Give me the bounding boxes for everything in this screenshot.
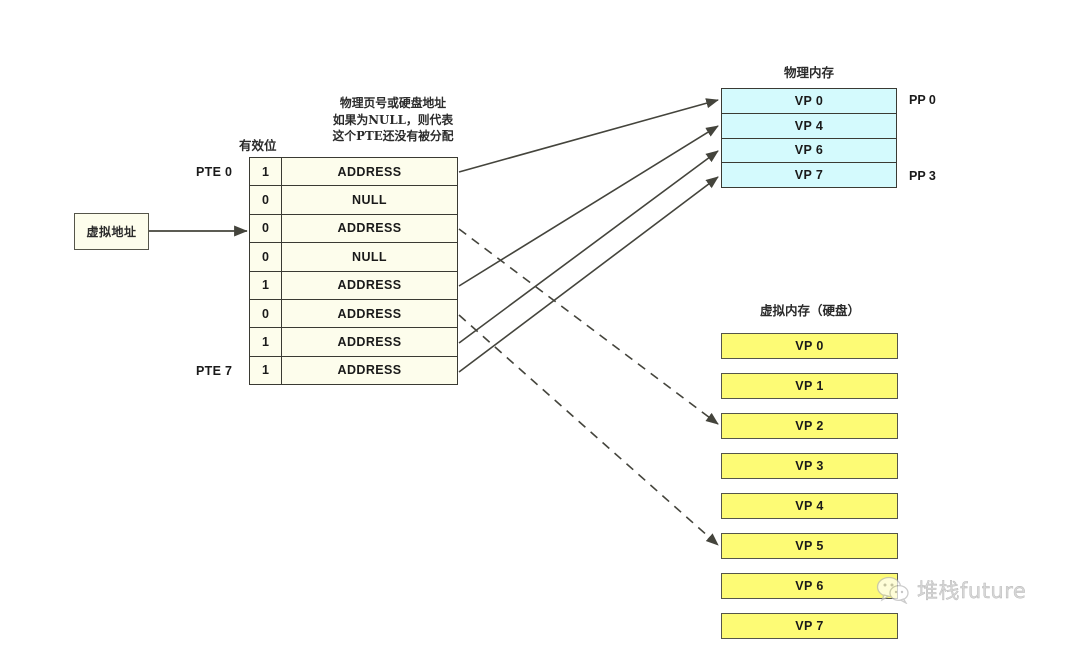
wire-pte5-to-disk-vp5 (458, 314, 719, 546)
address-cell: ADDRESS (337, 334, 402, 349)
page-table-entry-row: 0 NULL (250, 243, 457, 272)
page-table-entry-row: 0 ADDRESS (250, 299, 457, 329)
virtual-address-box: 虚拟地址 (74, 213, 149, 250)
disk-page-row: VP 1 (721, 373, 898, 399)
address-caption-line-3: 这个PTE还没有被分配 (332, 129, 454, 143)
page-table-entry-row: 1 ADDRESS (250, 356, 457, 384)
disk-page-row: VP 6 (721, 573, 898, 599)
disk-title: 虚拟内存（硬盘） (759, 303, 860, 318)
physical-frame-last-label: PP 3 (909, 169, 936, 183)
address-column-caption: 物理页号或硬盘地址 如果为NULL，则代表 这个PTE还没有被分配 (303, 95, 483, 145)
physical-frame-first-label: PP 0 (909, 93, 936, 107)
disk-page-row: VP 5 (721, 533, 898, 559)
watermark-text: 堆栈future (917, 579, 1027, 603)
page-table-entry-row: 1 ADDRESS (250, 328, 457, 357)
address-cell: ADDRESS (337, 164, 402, 179)
wire-pte6-to-pp2 (458, 150, 719, 344)
page-table-entry-row: 0 ADDRESS (250, 214, 457, 244)
address-caption-line-1: 物理页号或硬盘地址 (339, 96, 447, 110)
physical-frame-row: VP 4 (722, 114, 896, 139)
address-cell: NULL (352, 249, 387, 264)
disk-page-row: VP 0 (721, 333, 898, 359)
physical-memory-title: 物理内存 (783, 65, 834, 80)
valid-bit-cell: 0 (250, 214, 282, 243)
page-table-entry-row: 1 ADDRESS (250, 158, 457, 187)
wire-pte2-to-disk-vp2 (458, 228, 719, 425)
page-table-entry-row: 1 ADDRESS (250, 271, 457, 300)
wire-pte4-to-pp1 (458, 125, 719, 287)
valid-bit-cell: 1 (250, 158, 282, 186)
disk-page-row: VP 4 (721, 493, 898, 519)
address-cell: ADDRESS (337, 221, 402, 236)
page-table-entry-row: 0 NULL (250, 186, 457, 215)
address-cell: ADDRESS (337, 278, 402, 293)
valid-bit-cell: 1 (250, 328, 282, 356)
disk-page-row: VP 7 (721, 613, 898, 639)
address-caption-line-2: 如果为NULL，则代表 (332, 112, 454, 127)
wire-pte7-to-pp3 (458, 176, 719, 373)
disk-block: VP 0 VP 1 VP 2 VP 3 VP 4 VP 5 VP 6 VP 7 (721, 333, 898, 653)
valid-bit-caption: 有效位 (239, 138, 277, 153)
valid-bit-cell: 0 (250, 299, 282, 328)
address-cell: ADDRESS (337, 363, 402, 378)
disk-page-row: VP 3 (721, 453, 898, 479)
virtual-address-label: 虚拟地址 (86, 225, 137, 239)
physical-frame-row: VP 0 (722, 89, 896, 114)
disk-page-row: VP 2 (721, 413, 898, 439)
address-cell: NULL (352, 193, 387, 208)
valid-bit-cell: 0 (250, 243, 282, 271)
page-table: 1 ADDRESS 0 NULL 0 ADDRESS 0 NULL 1 ADDR… (249, 157, 458, 385)
physical-frame-row: VP 6 (722, 139, 896, 164)
valid-bit-cell: 0 (250, 186, 282, 214)
wire-pte0-to-pp0 (458, 98, 719, 173)
watermark: 堆栈future (876, 575, 1026, 605)
address-cell: ADDRESS (337, 306, 402, 321)
physical-frame-row: VP 7 (794, 168, 824, 183)
wechat-bubble-icon (876, 576, 909, 604)
physical-memory-block: VP 0 VP 4 VP 6 VP 7 (721, 88, 897, 188)
valid-bit-cell: 1 (250, 271, 282, 299)
pte-last-label: PTE 7 (196, 364, 233, 378)
pte-first-label: PTE 0 (196, 165, 233, 179)
valid-bit-cell: 1 (250, 356, 282, 384)
